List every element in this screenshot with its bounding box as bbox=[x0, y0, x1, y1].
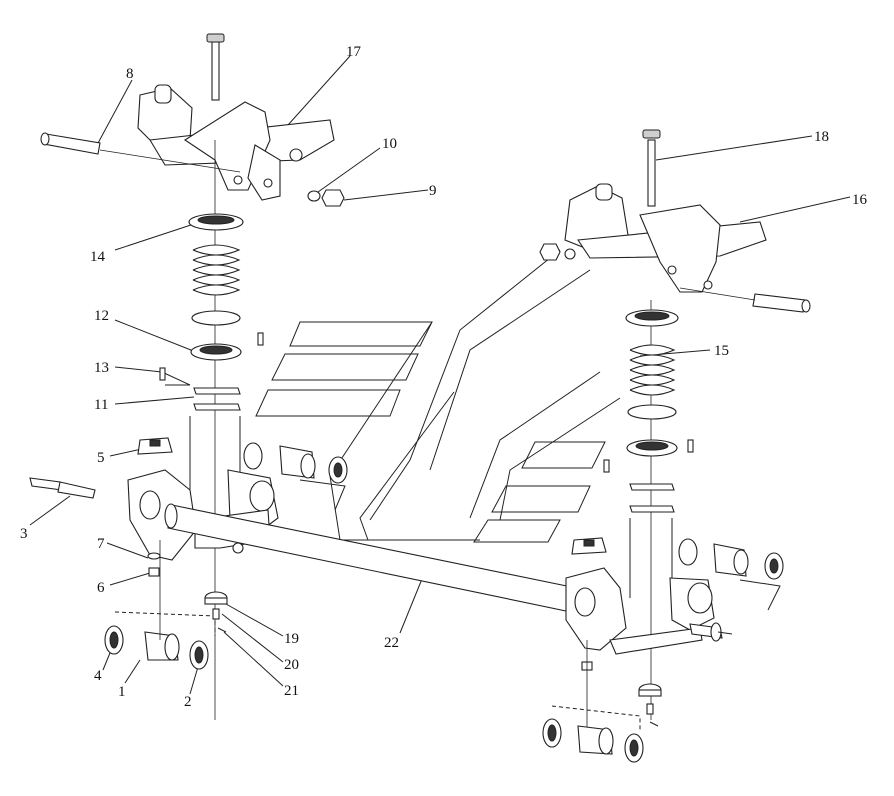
callout-20: 20 bbox=[284, 657, 299, 673]
callout-9: 9 bbox=[429, 183, 437, 199]
right-upper-bushings bbox=[678, 538, 784, 611]
callout-4: 4 bbox=[94, 668, 102, 684]
lower-bump-left bbox=[204, 591, 228, 633]
callout-3: 3 bbox=[20, 526, 28, 542]
upper-right-bracket bbox=[539, 129, 767, 293]
callout-5: 5 bbox=[97, 450, 105, 466]
callout-2: 2 bbox=[184, 694, 192, 710]
callout-10: 10 bbox=[382, 136, 397, 152]
callout-19: 19 bbox=[284, 631, 299, 647]
callout-8: 8 bbox=[126, 66, 134, 82]
bolt-13 bbox=[159, 332, 264, 381]
pin-8 bbox=[40, 132, 241, 173]
callout-16: 16 bbox=[852, 192, 868, 208]
callout-18: 18 bbox=[814, 129, 829, 145]
callout-6: 6 bbox=[97, 580, 105, 596]
right-spring-stack bbox=[603, 300, 694, 720]
callout-22: 22 bbox=[384, 635, 399, 651]
callout-21: 21 bbox=[284, 683, 299, 699]
left-bushings bbox=[104, 611, 216, 670]
leader-lines bbox=[29, 55, 851, 695]
callout-13: 13 bbox=[94, 360, 109, 376]
callout-17: 17 bbox=[346, 44, 362, 60]
right-lower-parts bbox=[581, 640, 662, 730]
left-small-parts bbox=[147, 540, 161, 640]
right-lower-bushings bbox=[542, 705, 644, 763]
callout-12: 12 bbox=[94, 308, 109, 324]
callout-1: 1 bbox=[118, 684, 126, 700]
right-axle-arm bbox=[565, 537, 733, 655]
cross-tube-22 bbox=[164, 503, 597, 617]
nut-washer-9-10 bbox=[307, 189, 345, 207]
left-spring-stack bbox=[188, 140, 244, 720]
stud-3 bbox=[29, 477, 96, 499]
callout-labels: 1 2 3 4 5 6 7 8 9 10 11 12 13 14 15 16 1… bbox=[20, 44, 868, 710]
callout-7: 7 bbox=[97, 536, 105, 552]
callout-15: 15 bbox=[714, 343, 729, 359]
upper-left-bracket bbox=[137, 33, 335, 201]
pin-right bbox=[679, 287, 811, 313]
centre-bushings bbox=[243, 442, 348, 511]
callout-11: 11 bbox=[94, 397, 108, 413]
watermark-graphic bbox=[255, 249, 621, 543]
callout-14: 14 bbox=[90, 249, 106, 265]
bump-stop-left bbox=[137, 437, 173, 455]
